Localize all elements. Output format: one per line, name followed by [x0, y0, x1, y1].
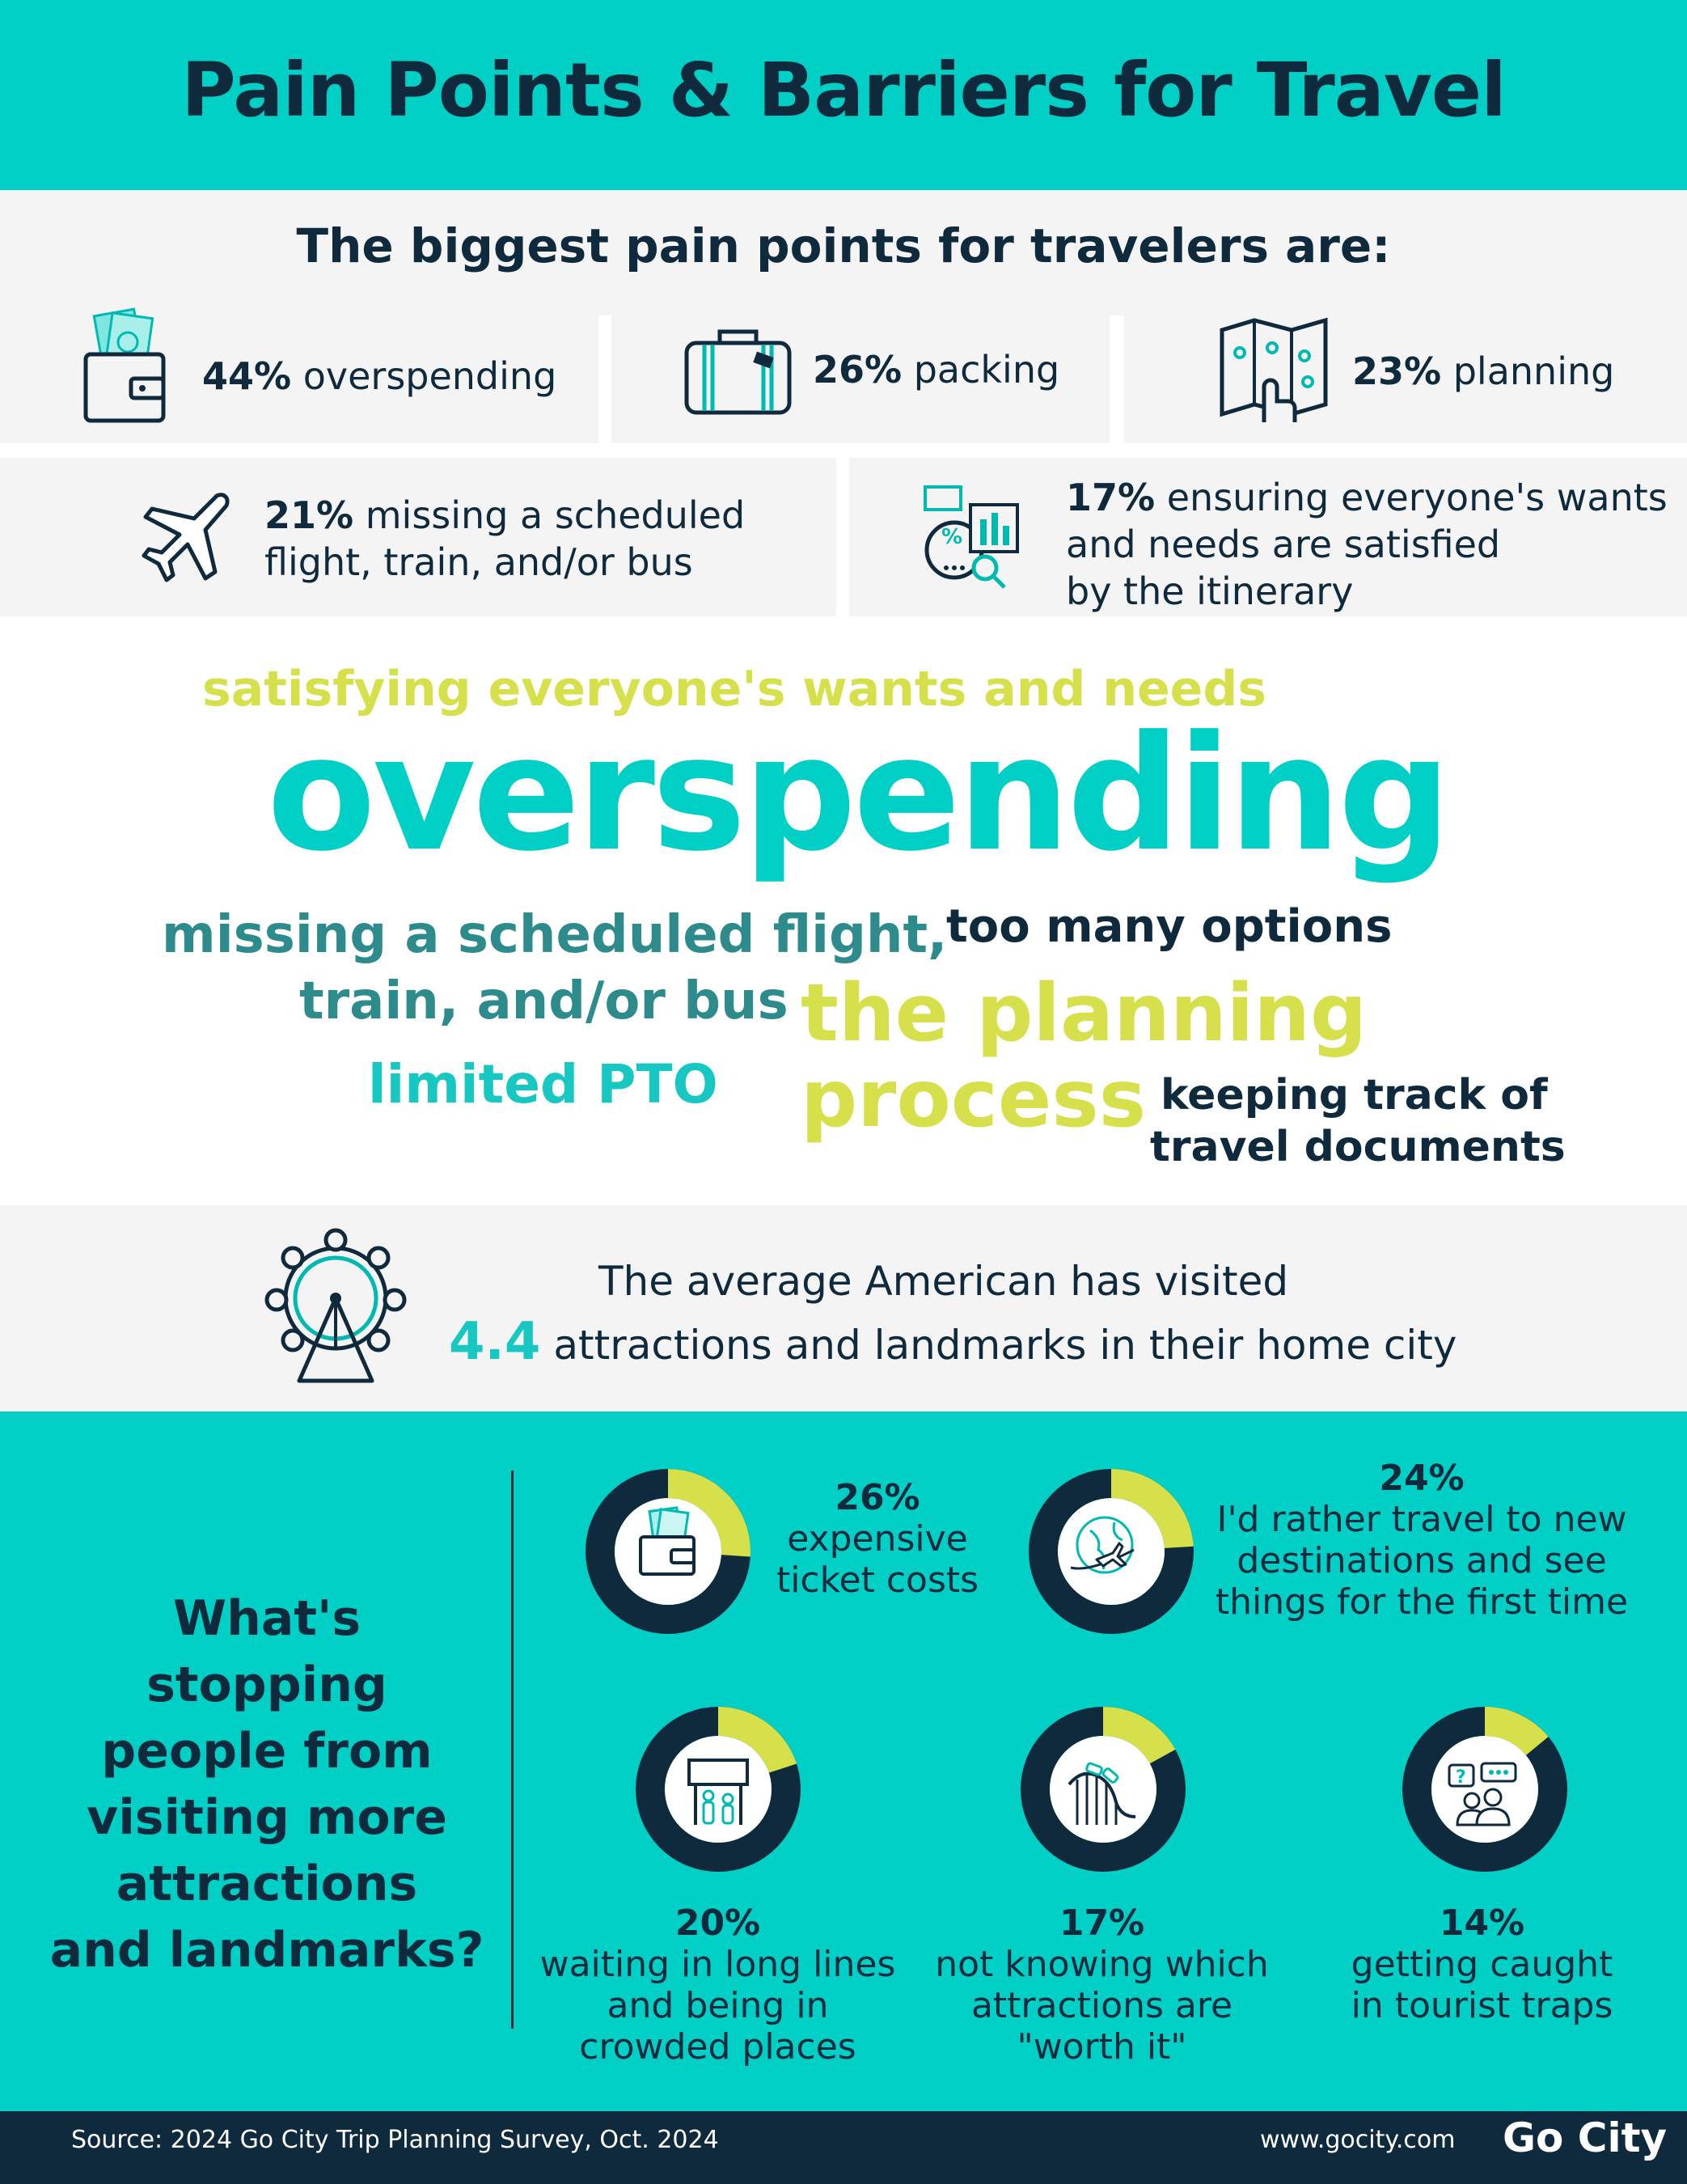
pain-overspending-text: 44% overspending [202, 354, 557, 398]
cloud-planning-l1: the planning [801, 967, 1368, 1060]
cloud-satisfying: satisfying everyone's wants and needs [202, 661, 1267, 717]
pain-planning-text: 23% planning [1352, 349, 1615, 393]
footer-url[interactable]: www.gocity.com [1260, 2126, 1456, 2154]
donut-slice-5 [1402, 1707, 1567, 1872]
pct-label: 14% [1439, 1903, 1525, 1944]
ticket-wallet-icon [639, 1506, 696, 1576]
queue-icon [687, 1759, 749, 1825]
header-band [0, 0, 1687, 190]
caption-ticket: 26% expensive ticket costs [728, 1477, 1027, 1601]
pct-label: 20% [674, 1903, 761, 1944]
airplane-icon [142, 493, 230, 582]
donut-slice-1 [586, 1469, 750, 1634]
average-value: 4.4 [449, 1312, 541, 1372]
page-title: Pain Points & Barriers for Travel [181, 47, 1506, 133]
wallet-icon [83, 307, 166, 423]
pain-panel-missing [0, 458, 836, 616]
cloud-too-many: too many options [946, 900, 1393, 953]
cloud-pto: limited PTO [368, 1053, 718, 1115]
pct-label: 17% [1059, 1903, 1145, 1944]
chat-people-icon: ? [1448, 1762, 1517, 1826]
svg-text:%: % [941, 525, 962, 549]
footer-band [0, 2111, 1687, 2184]
barriers-divider [511, 1471, 514, 2029]
pain-packing-text: 26% packing [813, 348, 1060, 392]
cloud-docs-l1: keeping track of [1161, 1071, 1548, 1120]
roller-coaster-icon [1068, 1762, 1136, 1825]
cloud-overspending: overspending [267, 702, 1452, 887]
cloud-missing-l1: missing a scheduled flight, [162, 905, 948, 965]
ferris-wheel-icon [264, 1228, 407, 1383]
svg-text:?: ? [1456, 1767, 1466, 1788]
caption-worth-it: 17% not knowing which attractions are "w… [914, 1903, 1290, 2068]
caption-new-destinations: 24% I'd rather travel to new destination… [1203, 1458, 1640, 1623]
barriers-panel [0, 1412, 1687, 2111]
pain-panel-planning [1124, 315, 1687, 443]
pain-missing-text: 21% missing a scheduled flight, train, a… [264, 493, 746, 584]
cloud-docs-l2: travel documents [1150, 1123, 1566, 1171]
suitcase-icon [684, 329, 792, 415]
analytics-icon: % [924, 485, 1019, 589]
caption-tourist-traps: 14% getting caught in tourist traps [1294, 1903, 1670, 2026]
pain-points-heading: The biggest pain points for travelers ar… [296, 218, 1391, 273]
pct-label: 26% [835, 1477, 920, 1518]
go-city-logo: Go City [1503, 2114, 1668, 2161]
cloud-planning-l2: process [801, 1053, 1147, 1145]
caption-lines: 20% waiting in long lines and being in c… [526, 1903, 910, 2068]
cloud-missing-l2: train, and/or bus [299, 971, 789, 1031]
donut-slice-3 [636, 1707, 801, 1872]
globe-plane-icon [1070, 1516, 1135, 1574]
average-line1: The average American has visited [598, 1258, 1289, 1305]
pain-ensuring-text: 17% ensuring everyone's wants and needs … [1066, 476, 1668, 613]
barriers-question: What's stopping people from visiting mor… [49, 1590, 484, 1979]
donut-slice-4 [1021, 1707, 1186, 1872]
footer-source: Source: 2024 Go City Trip Planning Surve… [71, 2126, 719, 2154]
donut-slice-2 [1029, 1469, 1194, 1634]
pct-label: 24% [1379, 1458, 1465, 1499]
pain-heading-panel [0, 190, 1687, 315]
map-icon [1220, 317, 1328, 422]
